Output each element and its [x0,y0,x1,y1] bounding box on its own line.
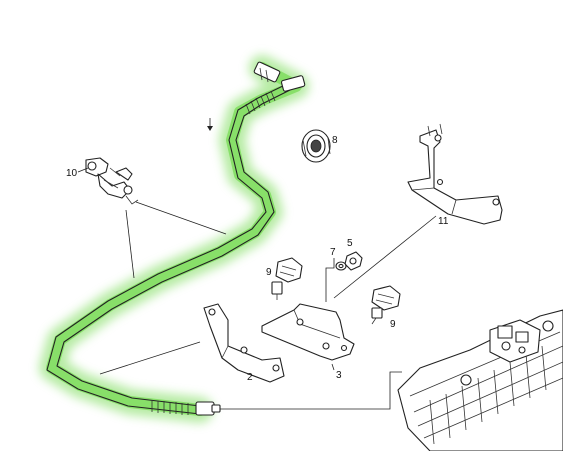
tank-valve-block [489,319,541,363]
tank-ribs [429,345,547,445]
direction-arrow-icon [207,118,213,131]
part-3-plate[interactable] [261,303,355,361]
part-11-bracket[interactable] [407,123,503,225]
part-5-nut[interactable] [344,251,363,271]
leader-10-hose-a [135,201,227,235]
leader-2-hose [99,341,201,375]
callout-10: 10 [66,168,78,179]
callout-7: 7 [330,247,336,258]
callout-11: 11 [438,216,449,227]
part-9-clamp-right[interactable] [371,285,401,325]
callout-9-right: 9 [390,319,396,330]
leader-hose-to-tank [220,371,402,410]
hose-corrugated-bottom [151,400,189,415]
hose-outline-outer [56,89,291,407]
leader-11 [333,215,437,299]
tank-assembly[interactable] [397,309,563,451]
hose-outline-inner [46,83,288,415]
hose-bottom-connector [195,401,221,416]
hose-top-connector [253,61,306,92]
callout-9-left: 9 [266,267,272,278]
part-7-washer[interactable] [335,261,347,271]
callout-8: 8 [332,135,338,146]
leader-10 [77,167,89,173]
tank-cap [542,320,554,332]
callout-3: 3 [336,370,342,381]
hose-corrugated-top [245,90,276,115]
callout-5: 5 [347,238,353,249]
part-8-grommet[interactable] [301,129,331,163]
leader-3 [331,363,335,371]
highlighted-hose[interactable] [39,55,309,423]
part-9-clamp-left[interactable] [271,257,303,300]
callout-2: 2 [247,372,253,383]
leader-7-5 [325,258,335,302]
leader-10-hose-b [125,209,135,279]
part-10-clip-assembly[interactable] [85,157,139,205]
part-2-plate[interactable] [203,303,285,383]
tank-port [460,374,472,386]
